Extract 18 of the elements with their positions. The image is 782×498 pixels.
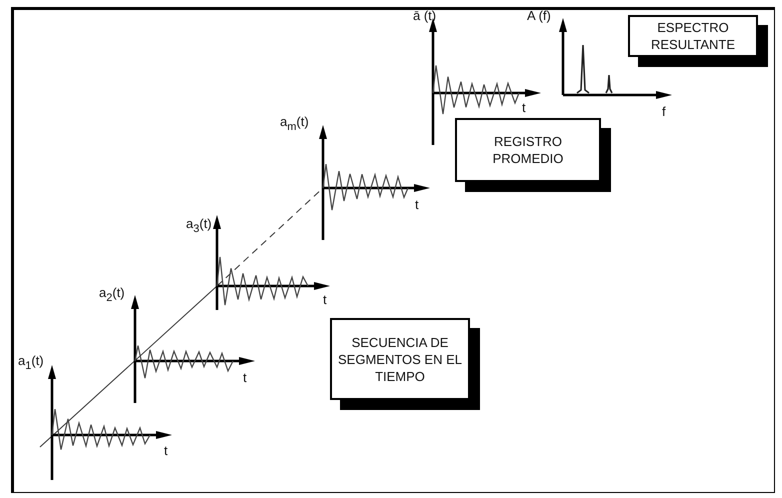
axis-label: t bbox=[323, 292, 327, 307]
axis-label: f bbox=[662, 104, 666, 119]
box-label: REGISTRO PROMEDIO bbox=[492, 133, 564, 167]
axis-label: t bbox=[522, 100, 526, 115]
axis-label: t bbox=[243, 370, 247, 385]
axis-label: a$_{3}$(t) bbox=[186, 216, 212, 237]
box-label: ESPECTRO RESULTANTE bbox=[650, 19, 736, 53]
text-box bbox=[455, 118, 601, 182]
text-box bbox=[628, 15, 758, 57]
axis-label: ā (t) bbox=[413, 8, 436, 23]
text-box bbox=[330, 318, 470, 400]
axis-label: A (f) bbox=[527, 8, 551, 23]
axis-label: t bbox=[164, 443, 168, 458]
box-label: SECUENCIA DE SEGMENTOS EN EL TIEMPO bbox=[336, 334, 463, 384]
axis-label: a$_{2}$(t) bbox=[99, 285, 125, 306]
axis-label: a$_{m}$(t) bbox=[280, 114, 309, 135]
axis-label: a$_{1}$(t) bbox=[18, 353, 44, 374]
axis-label: t bbox=[415, 197, 419, 212]
